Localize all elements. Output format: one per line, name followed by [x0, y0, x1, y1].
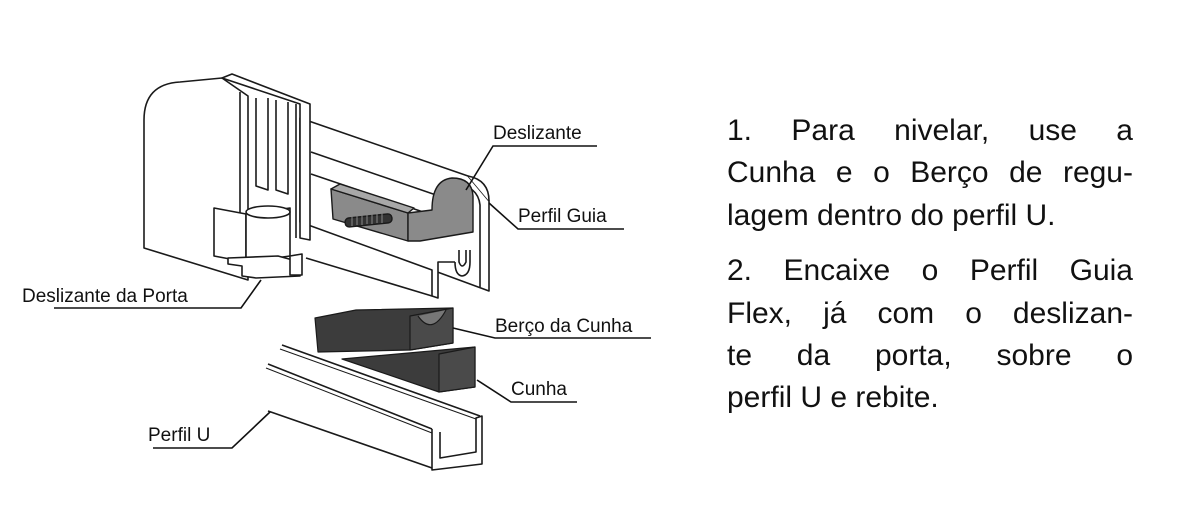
text-line: 1. Para nivelar, use a	[727, 114, 1133, 147]
text-line: perfil U e rebite.	[727, 381, 939, 414]
assembly-diagram: Deslizante Perfil Guia Deslizante da Por…	[22, 73, 651, 471]
screw-icon	[344, 213, 393, 228]
label-deslizante: Deslizante	[493, 123, 582, 144]
leader-lines	[54, 145, 651, 449]
text-line: Flex, já com o deslizan-	[727, 297, 1133, 330]
label-perfil-guia: Perfil Guia	[518, 206, 607, 227]
text-line: te da porta, sobre o	[727, 339, 1133, 372]
door-slider	[213, 205, 303, 279]
text-line: lagem dentro do perfil U.	[727, 199, 1056, 232]
perfil-u-part	[265, 344, 483, 471]
cunha-part	[341, 346, 476, 393]
label-perfil-u: Perfil U	[148, 425, 210, 446]
deslizante-part	[330, 177, 474, 242]
label-berco-da-cunha: Berço da Cunha	[495, 316, 633, 337]
text-line: Cunha e o Berço de regu-	[727, 156, 1133, 189]
label-deslizante-da-porta: Deslizante da Porta	[22, 286, 188, 307]
text-line: 2. Encaixe o Perfil Guia	[727, 254, 1133, 287]
berco-part	[314, 307, 454, 353]
label-cunha: Cunha	[511, 379, 567, 400]
